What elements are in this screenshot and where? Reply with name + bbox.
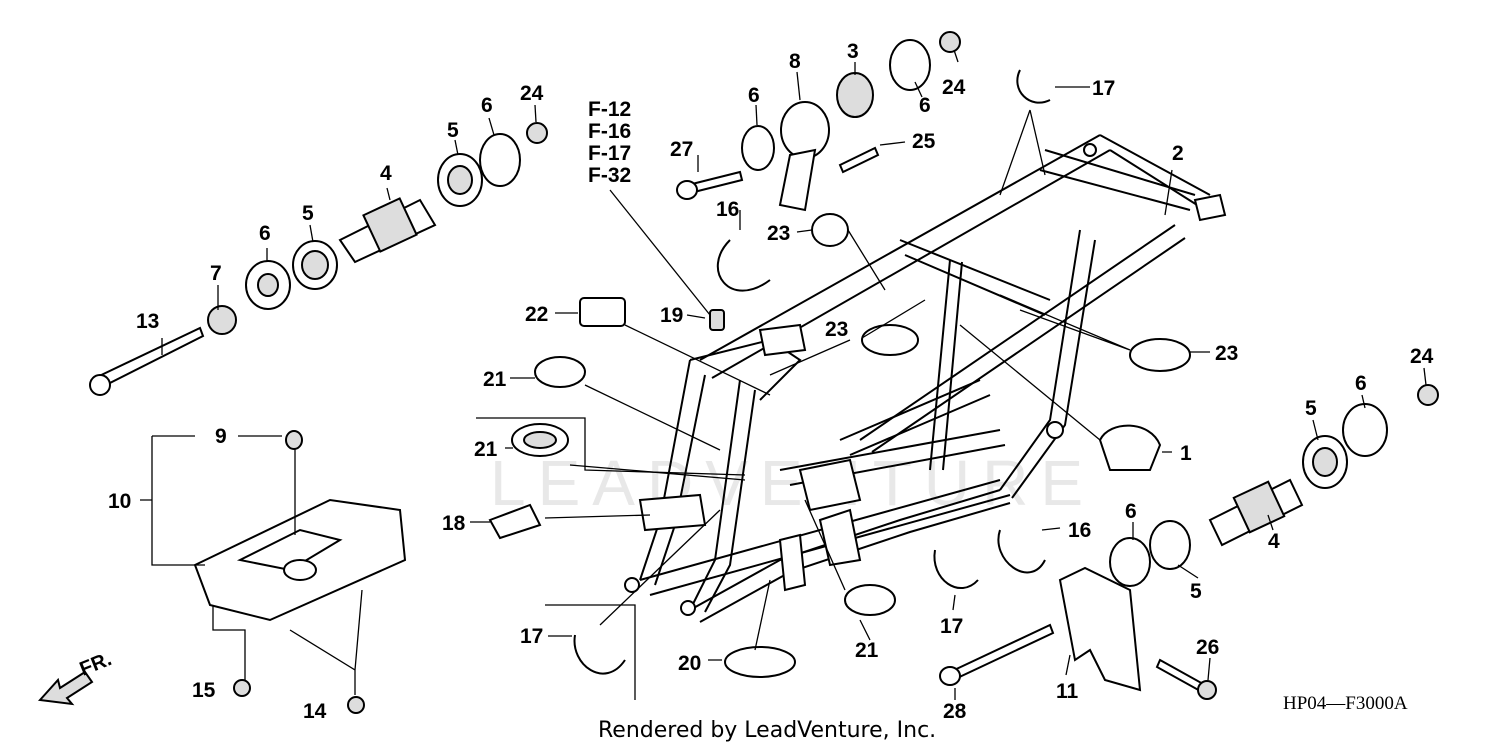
front-direction-arrow: FR. [37, 648, 115, 706]
callout-9[interactable]: 9 [215, 425, 227, 448]
callout-5-upper[interactable]: 5 [447, 119, 459, 142]
callout-14[interactable]: 14 [303, 700, 327, 723]
callout-6-top-right[interactable]: 6 [919, 94, 931, 117]
callout-6-lower[interactable]: 6 [1125, 500, 1137, 523]
leader-lines [140, 49, 1427, 700]
callout-23-right[interactable]: 23 [1215, 342, 1238, 365]
callout-4-right[interactable]: 4 [1268, 530, 1280, 553]
callout-25[interactable]: 25 [912, 130, 936, 153]
callout-6-top[interactable]: 6 [748, 84, 760, 107]
callout-11[interactable]: 11 [1056, 680, 1079, 703]
callout-26[interactable]: 26 [1196, 636, 1219, 659]
callout-1[interactable]: 1 [1180, 442, 1192, 465]
render-credit: Rendered by LeadVenture, Inc. [598, 718, 936, 743]
callout-21-middle[interactable]: 21 [474, 438, 498, 461]
callout-5-lower[interactable]: 5 [1190, 580, 1202, 603]
callout-3[interactable]: 3 [847, 40, 859, 63]
callout-6-left[interactable]: 6 [259, 222, 271, 245]
reference-code-f12[interactable]: F-12 [588, 98, 631, 121]
clamp-parts [488, 213, 1217, 700]
reference-code-f17[interactable]: F-17 [588, 142, 631, 165]
left-drive-parts [89, 122, 548, 396]
callout-16-lower[interactable]: 16 [1068, 519, 1091, 542]
callout-10[interactable]: 10 [108, 490, 131, 513]
callout-18[interactable]: 18 [442, 512, 466, 535]
callout-24-top[interactable]: 24 [942, 76, 966, 99]
callout-8[interactable]: 8 [789, 50, 801, 73]
callout-5-left[interactable]: 5 [302, 202, 314, 225]
callout-27[interactable]: 27 [670, 138, 693, 161]
top-parts [676, 31, 1051, 212]
callout-22[interactable]: 22 [525, 303, 548, 326]
callout-23-upper[interactable]: 23 [767, 222, 790, 245]
callout-4-left[interactable]: 4 [380, 162, 392, 185]
callout-13[interactable]: 13 [136, 310, 159, 333]
watermark: LEADVENTURE [490, 447, 1095, 519]
callout-15[interactable]: 15 [192, 679, 216, 702]
reference-codes[interactable]: F-12 F-16 F-17 F-32 [588, 98, 631, 187]
callout-20[interactable]: 20 [678, 652, 701, 675]
callout-28[interactable]: 28 [943, 700, 967, 723]
callout-17-lower[interactable]: 17 [520, 625, 543, 648]
callout-17-top[interactable]: 17 [1092, 77, 1115, 100]
reference-code-f32[interactable]: F-32 [588, 164, 631, 187]
callout-2[interactable]: 2 [1172, 142, 1184, 165]
callout-24-right[interactable]: 24 [1410, 345, 1434, 368]
reference-code-f16[interactable]: F-16 [588, 120, 631, 143]
callout-23-middle[interactable]: 23 [825, 318, 848, 341]
skid-plate [193, 430, 407, 714]
callout-21-upper[interactable]: 21 [483, 368, 507, 391]
part-callouts[interactable]: 1 2 3 4 4 5 5 5 5 6 6 6 6 6 6 7 8 9 10 1… [108, 40, 1434, 723]
callout-24-left[interactable]: 24 [520, 82, 544, 105]
callout-21-lower[interactable]: 21 [855, 639, 879, 662]
frame-assembly [624, 134, 1227, 623]
callout-7[interactable]: 7 [210, 262, 222, 285]
callout-16-upper[interactable]: 16 [716, 198, 739, 221]
callout-6-right[interactable]: 6 [1355, 372, 1367, 395]
callout-17-mid[interactable]: 17 [940, 615, 963, 638]
callout-5-right[interactable]: 5 [1305, 397, 1317, 420]
front-direction-label: FR. [77, 648, 115, 680]
callout-19[interactable]: 19 [660, 304, 683, 327]
callout-6-upper[interactable]: 6 [481, 94, 493, 117]
right-drive-parts [1109, 384, 1439, 587]
diagram-code: HP04—F3000A [1283, 693, 1408, 714]
